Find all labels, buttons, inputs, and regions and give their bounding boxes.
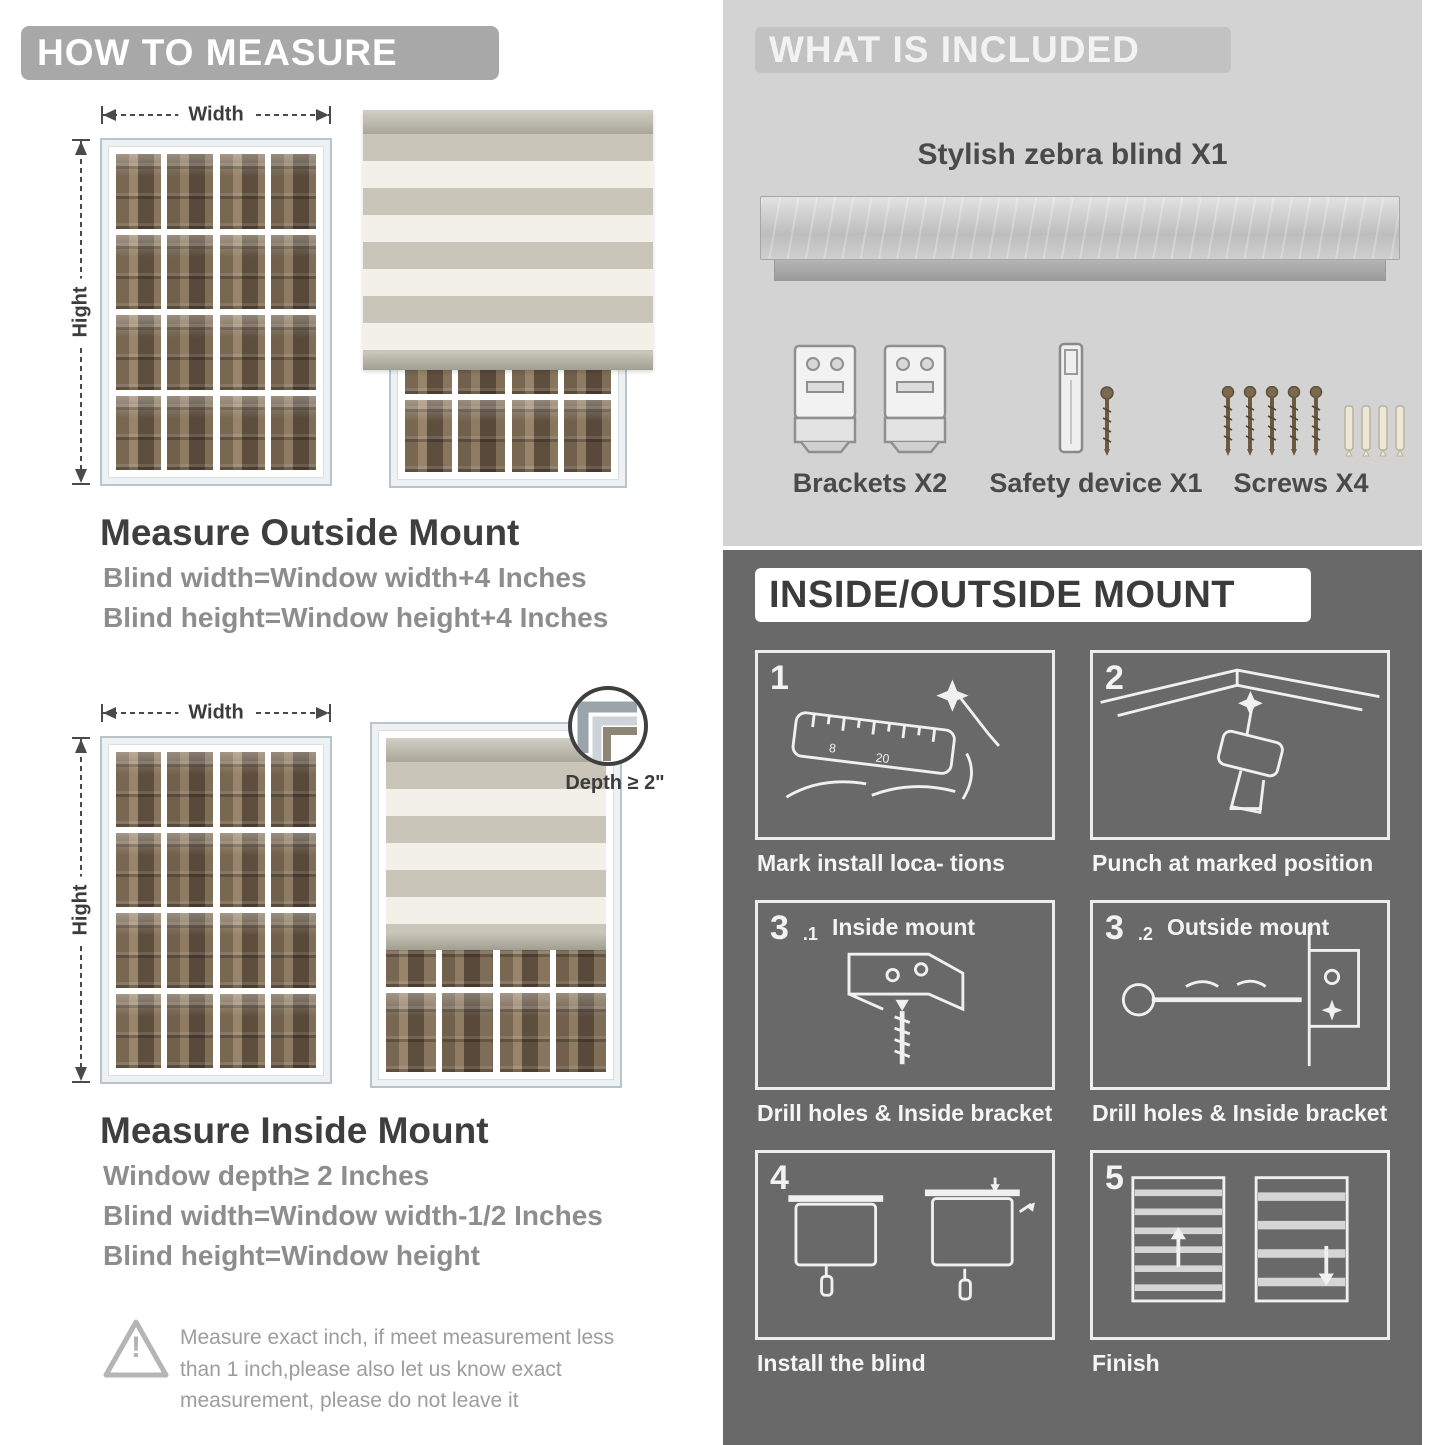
height-arrow-icon: Hight — [69, 138, 93, 486]
height-label: Hight — [69, 278, 93, 346]
inside-mount-title: Measure Inside Mount — [100, 1110, 489, 1151]
install-blind-illustration — [788, 1177, 1035, 1301]
mount-title: INSIDE/OUTSIDE MOUNT — [769, 573, 1236, 616]
height-label: Hight — [69, 876, 93, 944]
zebra-blind-count-label: Stylish zebra blind X1 — [917, 138, 1228, 171]
headrail-graphic — [760, 196, 1400, 281]
window-illustration-inside: Width Hight — [69, 698, 340, 1090]
outside-mount-title: Measure Outside Mount — [100, 512, 520, 553]
step-number-sub: .2 — [1137, 924, 1153, 944]
mount-header: INSIDE/OUTSIDE MOUNT — [755, 568, 1311, 622]
ruler-number: 20 — [875, 751, 890, 767]
safety-device-icon — [1053, 336, 1115, 458]
step-number: 2 — [1105, 659, 1124, 697]
window-graphic — [370, 722, 622, 1088]
outside-mount-line-1: Blind width=Window width+4 Inches — [103, 562, 587, 593]
safety-device-label: Safety device X1 — [989, 468, 1203, 498]
mount-step-3-1: 3 .1 Inside mount Drill holes & Inside br… — [755, 900, 1055, 1127]
mount-instructions-section: INSIDE/OUTSIDE MOUNT 8 — [723, 550, 1422, 1445]
mount-step-4: 4 Install the blind — [755, 1150, 1055, 1377]
zebra-blind-icon — [363, 110, 653, 370]
height-arrow-icon: Hight — [69, 736, 93, 1084]
how-to-measure-header: HOW TO MEASURE — [21, 26, 499, 80]
step-frame: 3 .1 Inside mount — [755, 900, 1055, 1090]
step-caption: Punch at marked position — [1092, 850, 1374, 876]
inside-mount-figure: Width Hight — [69, 686, 665, 1092]
zebra-blind-inside-graphic — [370, 722, 622, 1088]
inside-mount-line-3: Blind height=Window height — [103, 1240, 480, 1271]
step-caption: Drill holes & Inside bracket — [757, 1100, 1053, 1126]
step-number: 5 — [1105, 1159, 1124, 1197]
what-is-included-section: WHAT IS INCLUDED Stylish zebra blind X1 — [723, 0, 1422, 546]
step-title: Inside mount — [831, 914, 976, 940]
warning-triangle-icon: ! — [100, 1315, 172, 1383]
step-number: 3 — [770, 909, 789, 947]
headrail-bar — [760, 196, 1400, 260]
brackets-label: Brackets X2 — [792, 468, 948, 498]
depth-callout-label: Depth ≥ 2" — [565, 772, 665, 794]
width-label: Width — [178, 103, 254, 127]
step-number: 4 — [770, 1159, 789, 1197]
outside-bracket-illustration — [1121, 923, 1360, 1067]
measure-warning-text: Measure exact inch, if meet measurement … — [180, 1326, 615, 1412]
width-arrow-icon: Width — [100, 701, 332, 725]
mount-step-3-2: 3 .2 Outside mount Drill holes & Inside b… — [1090, 900, 1390, 1127]
step-caption: Install the blind — [757, 1350, 926, 1376]
step-frame: 5 — [1090, 1150, 1390, 1340]
mount-step-2: 2 Punch at marked position — [1090, 650, 1390, 877]
how-to-measure-title: HOW TO MEASURE — [37, 32, 398, 73]
headrail-bottom-rail — [774, 260, 1386, 281]
step-number: 1 — [770, 659, 789, 697]
ruler-number: 8 — [828, 741, 837, 756]
wall-anchors-icon — [1343, 404, 1406, 458]
brackets-icon — [787, 336, 953, 458]
step-caption: Finish — [1092, 1350, 1160, 1376]
width-label: Width — [178, 701, 254, 725]
step-caption: Mark install loca- tions — [757, 850, 1005, 876]
zebra-blind-icon — [386, 738, 606, 950]
finish-illustration — [1131, 1176, 1349, 1303]
step-caption: Drill holes & Inside bracket — [1092, 1100, 1388, 1126]
inside-bracket-illustration — [847, 952, 965, 1065]
what-is-included-header: WHAT IS INCLUDED — [755, 27, 1231, 73]
warning-exclamation: ! — [131, 1331, 141, 1364]
step-frame: 8 20 1 — [755, 650, 1055, 840]
step-number-sub: .1 — [802, 924, 818, 944]
step-title: Outside mount — [1166, 914, 1330, 940]
inside-mount-line-1: Window depth≥ 2 Inches — [103, 1160, 430, 1191]
mount-step-5: 5 Finish — [1090, 1150, 1390, 1377]
step-frame: 2 — [1090, 650, 1390, 840]
measure-mark-illustration: 8 20 — [785, 679, 1000, 800]
screws-label: Screws X4 — [1233, 468, 1369, 498]
window-graphic — [100, 138, 332, 486]
step-number: 3 — [1105, 909, 1124, 947]
outside-mount-line-2: Blind height=Window height+4 Inches — [103, 602, 609, 633]
step-frame: 3 .2 Outside mount — [1090, 900, 1390, 1090]
zebra-blind-outside-graphic — [363, 110, 653, 488]
inside-mount-line-2: Blind width=Window width-1/2 Inches — [103, 1200, 603, 1231]
outside-mount-figure: Width Hight — [69, 100, 660, 492]
window-illustration-outside: Width Hight — [69, 100, 340, 492]
what-is-included-title: WHAT IS INCLUDED — [769, 29, 1140, 70]
width-arrow-icon: Width — [100, 103, 332, 127]
window-graphic — [100, 736, 332, 1084]
depth-callout-icon — [568, 686, 648, 766]
step-frame: 4 — [755, 1150, 1055, 1340]
mount-step-1: 8 20 1 Mark install loca- tions — [755, 650, 1055, 877]
screws-icon — [1221, 336, 1406, 458]
drill-illustration — [1100, 668, 1380, 815]
